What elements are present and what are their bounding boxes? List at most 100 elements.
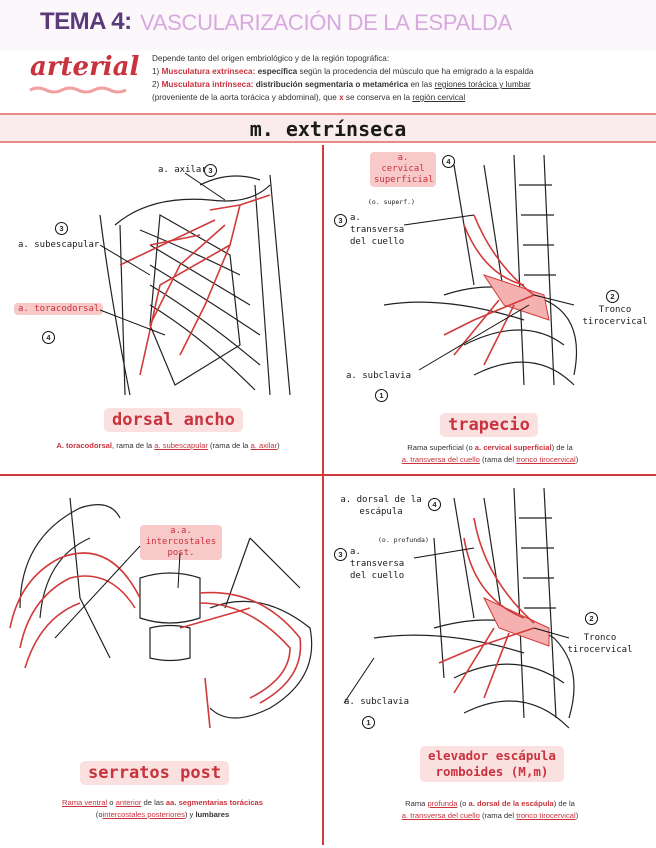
cap-s-a: Rama ventral (61, 798, 108, 807)
intro-line-3: 2) Musculatura intrínseca: distribución … (152, 78, 632, 91)
num-dorsal-escapula: 4 (428, 498, 441, 511)
cap-t-b: a. cervical superficial (474, 443, 552, 452)
cap-t-a: Rama superficial (o (407, 443, 473, 452)
tema-label: TEMA 4: (40, 8, 132, 35)
cap-e-e: ) de la (553, 799, 575, 808)
cap-s-b: o (109, 798, 114, 807)
num-axilar: 3 (204, 164, 217, 177)
num-subclavia-2: 1 (362, 716, 375, 729)
cap-d-c: a. subescapular (154, 441, 208, 450)
elevador-illustration (373, 487, 575, 729)
cap-e-b: profunda (427, 799, 458, 808)
page-title: VASCULARIZACIÓN DE LA ESPALDA (140, 10, 512, 35)
cap-t-e: (rama del (481, 455, 515, 464)
section-label: arterial (30, 52, 140, 82)
trapecio-illustration (383, 154, 577, 386)
item2-num: 2) (152, 80, 160, 89)
num-tronco: 2 (606, 290, 619, 303)
section-banner: m. extrínseca (0, 113, 656, 143)
horizontal-divider (0, 474, 656, 476)
label-transversa: a. transversa del cuello (350, 213, 405, 247)
cap-d-b: , rama de la (112, 441, 153, 450)
muscle-elevador-line2: romboides (M,m) (435, 764, 549, 779)
elevador-leaders (343, 547, 570, 704)
muscle-elevador-line1: elevador escápula (428, 748, 556, 763)
label-tronco: Tronco tirocervical (582, 305, 648, 327)
cap-e-a: Rama (405, 799, 426, 808)
num-subescapular: 3 (55, 222, 68, 235)
label-toracodorsal: a. toracodorsal (14, 303, 104, 315)
dorsal-leaders (99, 172, 226, 336)
line3-b: se conserva en la (345, 93, 411, 102)
num-toracodorsal: 4 (42, 331, 55, 344)
item2-bold: distribución segmentaria o metamérica (255, 80, 409, 89)
intro-line-4: (proveniente de la aorta torácica y abdo… (152, 91, 632, 104)
line3-x: x (339, 93, 344, 102)
cap-e-g: (rama del (481, 811, 515, 820)
num-transversa-2: 3 (334, 548, 347, 561)
item2-term: Musculatura intrínseca: (161, 80, 254, 89)
cap-t-g: ) (575, 455, 579, 464)
cap-s-c: anterior (115, 798, 142, 807)
caption-elevador: Rama profunda (o a. dorsal de la escápul… (334, 798, 646, 822)
item2-rest: en las (410, 80, 433, 89)
item1-term: Musculatura extrínseca: (161, 67, 256, 76)
cap-e-f: a. transversa del cuello (401, 811, 480, 820)
cap-d-a: A. toracodorsal (56, 441, 113, 450)
cap-s-e: aa. segmentarias torácicas (165, 798, 263, 807)
vertical-divider (322, 145, 324, 845)
intro-line-2: 1) Musculatura extrínseca: específica se… (152, 65, 632, 78)
label-cervical-superficial: a. cervical superficial (370, 152, 436, 187)
caption-dorsal: A. toracodorsal, rama de la a. subescapu… (18, 440, 318, 452)
cap-t-d: a. transversa del cuello (401, 455, 480, 464)
muscle-serratos: serratos post (80, 761, 230, 785)
cap-s-i: lumbares (195, 810, 230, 819)
muscle-elevador: elevador escápula romboides (M,m) (420, 746, 564, 782)
label-subescapular: a. subescapular (18, 240, 100, 250)
item2-regions: regiones torácica y lumbar (434, 80, 531, 89)
label-subclavia-2: a. subclavia (344, 697, 410, 707)
line3-a: (proveniente de la aorta torácica y abdo… (152, 93, 337, 102)
cap-e-h: tronco tirocervical (516, 811, 576, 820)
trapecio-leaders (403, 214, 575, 371)
cap-d-f: ) (277, 441, 280, 450)
cap-d-e: a. axilar (250, 441, 278, 450)
cap-d-d: (rama de la (210, 441, 249, 450)
serratos-illustration (9, 497, 313, 729)
caption-trapecio: Rama superficial (o a. cervical superfic… (334, 442, 646, 466)
item1-num: 1) (152, 67, 160, 76)
label-o-profunda: (o. profunda) (378, 536, 429, 544)
num-subclavia: 1 (375, 389, 388, 402)
label-subclavia: a. subclavia (346, 371, 412, 381)
line3-region: región cervical (412, 93, 466, 102)
label-intercostales: a.a. intercostales post. (140, 525, 222, 560)
num-tronco-2: 2 (585, 612, 598, 625)
label-transversa-2: a. transversa del cuello (350, 547, 405, 581)
label-o-superf: (o. superf.) (368, 198, 415, 206)
banner-title: m. extrínseca (249, 117, 407, 141)
cap-e-i: ) (575, 811, 579, 820)
dorsal-illustration (99, 174, 291, 396)
muscle-trapecio: trapecio (440, 413, 538, 437)
cap-t-c: ) de la (551, 443, 573, 452)
cap-e-d: a. dorsal de la escápula (468, 799, 554, 808)
cap-s-g: intercostales posteriores (102, 810, 185, 819)
label-axilar: a. axilar (158, 165, 207, 175)
cap-e-c: (o (459, 799, 467, 808)
muscle-dorsal-ancho: dorsal ancho (104, 408, 243, 432)
num-cervical: 4 (442, 155, 455, 168)
serratos-leaders (54, 545, 181, 639)
cap-s-f: (o (95, 810, 103, 819)
cap-s-d: de las (143, 798, 164, 807)
num-transversa: 3 (334, 214, 347, 227)
cap-t-f: tronco tirocervical (516, 455, 576, 464)
underline-decoration (29, 86, 127, 94)
label-dorsal-escapula: a. dorsal de la escápula (340, 495, 422, 517)
item1-bold: específica (257, 67, 298, 76)
header-bar: TEMA 4: VASCULARIZACIÓN DE LA ESPALDA (0, 0, 656, 50)
label-tronco-2: Tronco tirocervical (567, 633, 633, 655)
intro-text: Depende tanto del origen embriológico y … (152, 52, 632, 104)
cap-s-h: ) y (184, 810, 194, 819)
intro-line-1: Depende tanto del origen embriológico y … (152, 54, 390, 63)
item1-rest: según la procedencia del músculo que ha … (299, 67, 534, 76)
